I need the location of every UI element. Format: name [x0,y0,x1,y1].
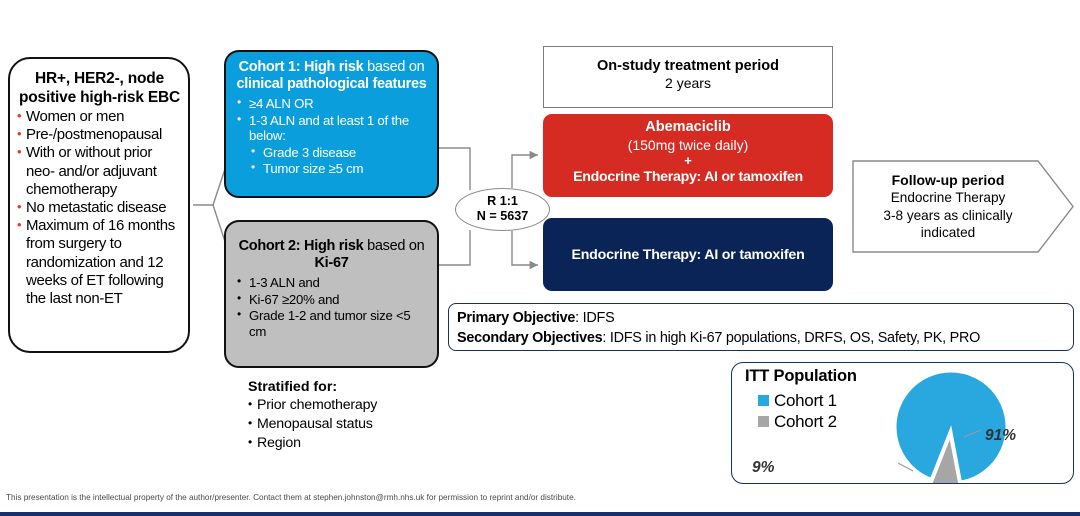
list-item: Region [248,433,458,453]
follow-up-line3: 3-8 years as clinically indicated [883,207,1013,241]
treatment-arm-abemaciclib: Abemaciclib (150mg twice daily) + Endocr… [543,114,833,197]
list-item: With or without prior neo- and/or adjuva… [17,143,182,199]
cohort-2-heading-bold: Cohort 2: High risk [238,238,364,254]
list-item: Women or men [17,107,182,126]
eligibility-criteria-box: HR+, HER2-, node positive high-risk EBC … [8,57,190,353]
randomization-n: N = 5637 [476,209,529,223]
pie-slice-cohort-1 [895,371,1007,482]
list-item: ≥4 ALN OR [234,95,429,112]
primary-objective-row: Primary Objective: IDFS [457,308,1073,328]
randomization-oval: R 1:1 N = 5637 [455,188,550,231]
follow-up-title: Follow-up period [891,171,1005,188]
primary-objective-label: Primary Objective [457,310,576,326]
list-item: Menopausal status [248,414,458,434]
randomization-ratio: R 1:1 [487,194,518,208]
secondary-objective-row: Secondary Objectives: IDFS in high Ki-67… [457,328,1073,348]
legend-label-cohort-2: Cohort 2 [774,411,837,431]
on-study-duration: 2 years [665,75,711,91]
legend-item-cohort-1: Cohort 1 [758,390,837,411]
pie-legend: Cohort 1 Cohort 2 [758,390,837,432]
arm-a-plus-sign: + [684,153,692,168]
eligibility-bullet-list: Women or men Pre-/postmenopausal With or… [17,107,182,308]
list-item: Tumor size ≥5 cm [234,160,429,177]
stratified-list: Prior chemotherapy Menopausal status Reg… [248,395,458,453]
legend-label-cohort-1: Cohort 1 [774,390,837,410]
on-study-period-box: On-study treatment period 2 years [543,46,833,108]
legend-item-cohort-2: Cohort 2 [758,411,837,432]
legend-swatch-icon-cohort-2 [758,416,769,427]
cohort-1-box: Cohort 1: High risk based on clinical pa… [224,50,439,198]
itt-title: ITT Population [745,367,857,385]
cohort-1-heading-bold: Cohort 1: High risk [238,59,364,75]
cohort-2-heading-mid: based on [363,238,425,254]
on-study-title: On-study treatment period [596,58,780,74]
treatment-arm-endocrine-therapy: Endocrine Therapy: AI or tamoxifen [543,218,833,291]
cohort-1-criteria-list: ≥4 ALN OR 1-3 ALN and at least 1 of the … [234,95,429,177]
legend-swatch-icon-cohort-1 [758,395,769,406]
footer-disclaimer: This presentation is the intellectual pr… [6,493,576,502]
list-item: Grade 1-2 and tumor size <5 cm [234,307,429,339]
list-item: Prior chemotherapy [248,395,458,415]
cohort-1-heading: Cohort 1: High risk based on clinical pa… [234,59,429,93]
arm-a-drug: Abemaciclib [645,119,731,135]
cohort-1-heading-bold2: clinical pathological features [236,76,427,92]
cohort-2-criteria-list: 1-3 ALN and Ki-67 ≥20% and Grade 1-2 and… [234,274,429,339]
stratification-factors: Stratified for: Prior chemotherapy Menop… [248,378,458,453]
follow-up-line2: Endocrine Therapy [890,190,1006,205]
follow-up-period-shape: Follow-up period Endocrine Therapy 3-8 y… [852,160,1074,253]
objectives-box: Primary Objective: IDFS Secondary Object… [448,303,1074,351]
arm-b-label: Endocrine Therapy: AI or tamoxifen [571,246,805,263]
primary-objective-value: : IDFS [575,310,615,326]
pie-label-cohort-1: 91% [985,427,1017,444]
cohort-2-box: Cohort 2: High risk based on Ki-67 1-3 A… [224,220,439,368]
arm-a-dose: (150mg twice daily) [627,136,749,153]
list-item: Maximum of 16 months from surgery to ran… [17,216,182,308]
list-item: 1-3 ALN and [234,274,429,291]
cohort-2-heading: Cohort 2: High risk based on Ki-67 [234,238,429,272]
secondary-objective-value: : IDFS in high Ki-67 populations, DRFS, … [602,330,981,346]
secondary-objective-label: Secondary Objectives [457,330,603,346]
pentagon-arrow-icon [852,160,1074,253]
cohort-2-heading-bold2: Ki-67 [314,255,349,271]
arm-a-combination: Endocrine Therapy: AI or tamoxifen [573,169,803,185]
pie-label-cohort-2: 9% [752,459,775,476]
stratified-heading: Stratified for: [248,379,338,395]
list-item: Ki-67 ≥20% and [234,291,429,308]
bottom-accent-bar [0,512,1080,516]
list-item: 1-3 ALN and at least 1 of the below: [234,112,429,144]
eligibility-title: HR+, HER2-, node positive high-risk EBC [19,70,180,106]
cohort-1-heading-mid: based on [363,59,425,75]
list-item: Pre-/postmenopausal [17,125,182,144]
follow-up-text: Follow-up period Endocrine Therapy 3-8 y… [852,160,1038,253]
list-item: No metastatic disease [17,198,182,217]
list-item: Grade 3 disease [234,144,429,161]
itt-population-panel: ITT Population Cohort 1 Cohort 2 91% 9% [731,362,1074,494]
